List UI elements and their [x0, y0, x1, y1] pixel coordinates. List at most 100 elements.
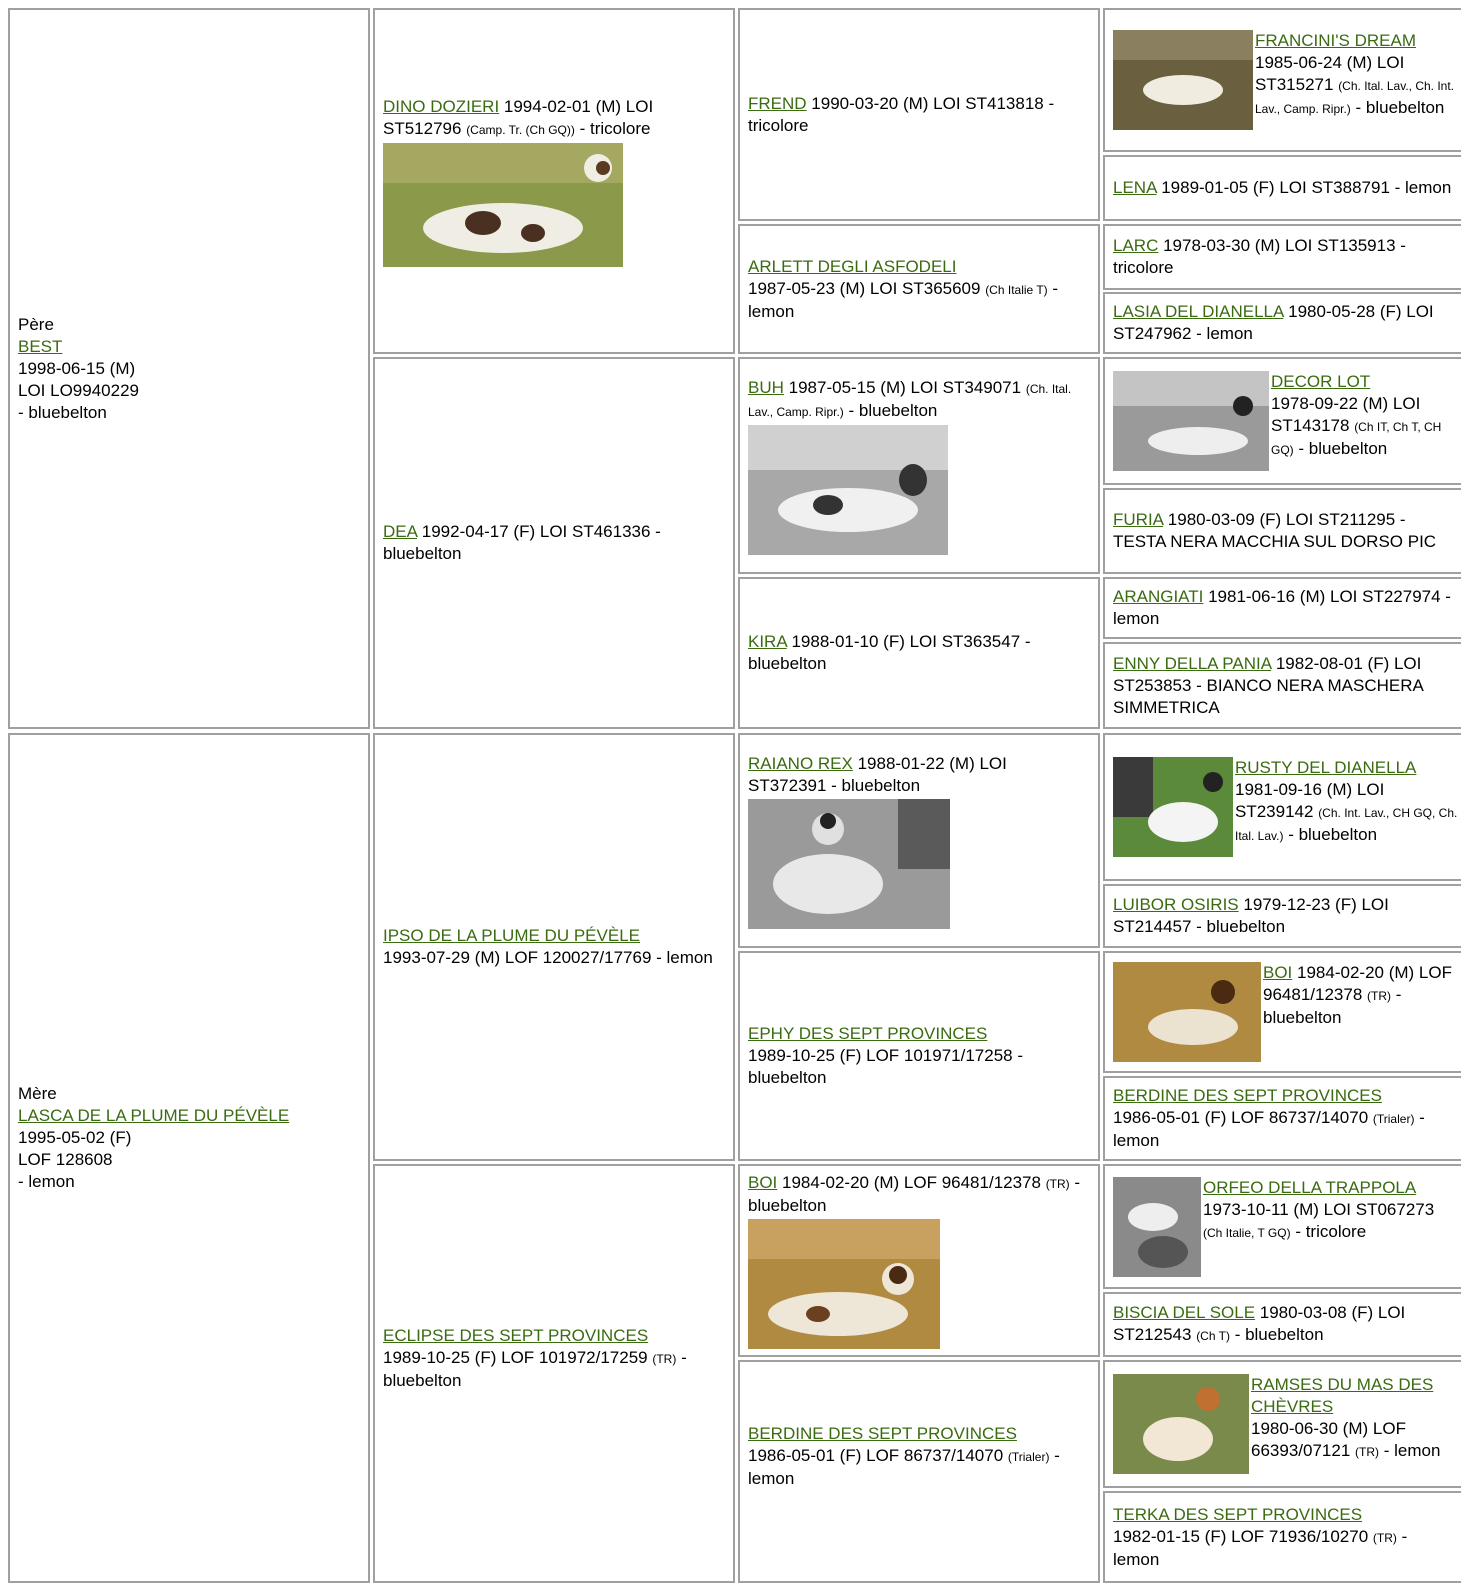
ancestor-link[interactable]: ECLIPSE DES SEPT PROVINCES	[383, 1326, 649, 1345]
dog-photo	[748, 798, 950, 929]
ancestor-info: 1986-05-01 (F) LOF 86737/14070	[1113, 1108, 1373, 1127]
ancestor-link[interactable]: ARLETT DEGLI ASFODELI	[748, 256, 957, 276]
ancestor-link[interactable]: DECOR LOT	[1271, 372, 1371, 391]
ancestor-link[interactable]: BUH	[748, 377, 784, 397]
gen4-cell-12: BERDINE DES SEPT PROVINCES 1986-05-01 (F)…	[1103, 1076, 1461, 1161]
ancestor-color: - bluebelton	[1350, 98, 1445, 117]
ancestor-color: - lemon	[1113, 1108, 1425, 1150]
ancestor-titles: (Ch IT, Ch T, CH GQ)	[1271, 420, 1442, 457]
ancestor-info: 1982-01-15 (F) LOF 71936/10270	[1113, 1526, 1373, 1546]
ancestor-link[interactable]: BISCIA DEL SOLE	[1113, 1303, 1256, 1322]
ancestor-color: - bluebelton	[1283, 825, 1378, 844]
ancestor-link[interactable]: ENNY DELLA PANIA	[1113, 653, 1272, 673]
gen2-cell-4: ECLIPSE DES SEPT PROVINCES 1989-10-25 (F)…	[373, 1164, 735, 1583]
ancestor-link[interactable]: FRANCINI'S DREAM	[1255, 31, 1416, 50]
gen2-cell-2: DEA 1992-04-17 (F) LOI ST461336 - bluebe…	[373, 357, 735, 729]
ancestor-titles: (Trialer)	[1007, 1450, 1050, 1464]
ancestor-link[interactable]: RAIANO REX	[748, 753, 853, 773]
dam-reg: LOF 128608	[18, 1150, 113, 1169]
ancestor-info: 1982-08-01 (F) LOI ST253853 - BIANCO NER…	[1113, 653, 1423, 717]
dam-role: Mère	[18, 1084, 57, 1103]
ancestor-info: 1980-05-28 (F) LOI ST247962 - lemon	[1113, 302, 1434, 343]
ancestor-link[interactable]: RUSTY DEL DIANELLA	[1235, 758, 1417, 777]
ancestor-link[interactable]: FREND	[748, 93, 807, 113]
sire-link[interactable]: BEST	[18, 336, 63, 356]
ancestor-info: 1990-03-20 (M) LOI ST413818 - tricolore	[748, 93, 1055, 135]
ancestor-link[interactable]: BERDINE DES SEPT PROVINCES	[1113, 1086, 1382, 1105]
gen4-cell-11: BOI 1984-02-20 (M) LOF 96481/12378 (TR) …	[1103, 951, 1461, 1073]
ancestor-link[interactable]: IPSO DE LA PLUME DU PÉVÈLE	[383, 926, 640, 945]
ancestor-color: - tricolore	[1290, 1221, 1367, 1241]
ancestor-info: 1978-09-22 (M) LOI ST143178	[1271, 394, 1421, 435]
sire-reg: LOI LO9940229	[18, 380, 139, 400]
ancestor-link[interactable]: LARC	[1113, 236, 1159, 255]
ancestor-titles: (TR)	[1367, 989, 1391, 1003]
dam-link[interactable]: LASCA DE LA PLUME DU PÉVÈLE	[18, 1106, 290, 1125]
gen4-cell-7: ARANGIATI 1981-06-16 (M) LOI ST227974 - …	[1103, 577, 1461, 639]
ancestor-link[interactable]: BERDINE DES SEPT PROVINCES	[748, 1424, 1017, 1443]
ancestor-color: - bluebelton	[1229, 1325, 1324, 1344]
ancestor-titles: (Camp. Tr. (Ch GQ))	[466, 122, 575, 137]
ancestor-link[interactable]: KIRA	[748, 632, 787, 651]
sire-role: Père	[18, 314, 54, 334]
dam-cell: Mère LASCA DE LA PLUME DU PÉVÈLE 1995-05…	[8, 733, 370, 1583]
gen3-cell-7: BOI 1984-02-20 (M) LOF 96481/12378 (TR) …	[738, 1164, 1100, 1357]
gen4-cell-6: FURIA 1980-03-09 (F) LOI ST211295 - TEST…	[1103, 488, 1461, 574]
ancestor-info: 1986-05-01 (F) LOF 86737/14070	[748, 1446, 1008, 1465]
ancestor-titles: (Ch T)	[1196, 1329, 1230, 1343]
ancestor-link[interactable]: LENA	[1113, 178, 1157, 197]
gen3-cell-3: BUH 1987-05-15 (M) LOI ST349071 (Ch. Ita…	[738, 357, 1100, 574]
ancestor-info: 1989-10-25 (F) LOF 101971/17258 - bluebe…	[748, 1046, 1024, 1087]
ancestor-link[interactable]: ORFEO DELLA TRAPPOLA	[1203, 1177, 1417, 1197]
ancestor-titles: (Ch Italie T)	[985, 282, 1048, 297]
ancestor-link[interactable]: BOI	[748, 1173, 778, 1192]
ancestor-info: 1980-06-30 (M) LOF 66393/07121	[1251, 1419, 1406, 1460]
gen2-cell-1: DINO DOZIERI 1994-02-01 (M) LOI ST512796…	[373, 8, 735, 354]
ancestor-link[interactable]: LUIBOR OSIRIS	[1113, 895, 1239, 914]
ancestor-titles: (TR)	[652, 1352, 677, 1366]
ancestor-link[interactable]: FURIA	[1113, 510, 1164, 529]
ancestor-link[interactable]: ARANGIATI	[1113, 587, 1204, 606]
gen4-cell-14: BISCIA DEL SOLE 1980-03-08 (F) LOI ST212…	[1103, 1292, 1461, 1357]
ancestor-link[interactable]: EPHY DES SEPT PROVINCES	[748, 1024, 988, 1043]
ancestor-link[interactable]: DINO DOZIERI	[383, 96, 500, 116]
ancestor-titles: (Ch. Int. Lav., CH GQ, Ch. Ital. Lav.)	[1235, 806, 1458, 843]
ancestor-info: 1988-01-22 (M) LOI ST372391 - bluebelton	[748, 753, 1007, 795]
dam-date: 1995-05-02 (F)	[18, 1128, 132, 1147]
dog-photo	[748, 424, 948, 555]
ancestor-color: - lemon	[748, 1446, 1060, 1488]
ancestor-info: 1989-10-25 (F) LOF 101972/17259	[383, 1348, 653, 1367]
ancestor-info: 1989-01-05 (F) LOI ST388791 - lemon	[1156, 178, 1452, 197]
gen4-cell-10: LUIBOR OSIRIS 1979-12-23 (F) LOI ST21445…	[1103, 884, 1461, 948]
ancestor-color: - lemon	[1113, 1526, 1408, 1569]
gen4-cell-4: LASIA DEL DIANELLA 1980-05-28 (F) LOI ST…	[1103, 292, 1461, 354]
sire-color: - bluebelton	[18, 402, 107, 422]
dog-photo	[383, 142, 623, 267]
dog-photo	[1113, 1374, 1249, 1474]
dog-photo	[1113, 757, 1233, 857]
ancestor-color: - bluebelton	[1293, 439, 1388, 458]
ancestor-info: 1992-04-17 (F) LOI ST461336 - bluebelton	[383, 522, 661, 563]
gen3-cell-1: FREND 1990-03-20 (M) LOI ST413818 - tric…	[738, 8, 1100, 221]
ancestor-info: 1985-06-24 (M) LOI ST315271	[1255, 53, 1405, 94]
ancestor-color: - bluebelton	[1263, 985, 1402, 1027]
ancestor-color: - lemon	[748, 278, 1059, 321]
gen3-cell-6: EPHY DES SEPT PROVINCES 1989-10-25 (F) LO…	[738, 951, 1100, 1161]
ancestor-link[interactable]: RAMSES DU MAS DES CHÈVRES	[1251, 1375, 1434, 1416]
ancestor-titles: (TR)	[1372, 1530, 1397, 1545]
ancestor-color: - lemon	[1379, 1441, 1441, 1460]
ancestor-titles: (Ch. Ital. Lav., Camp. Ripr.)	[748, 381, 1072, 419]
dam-color: - lemon	[18, 1172, 75, 1191]
dog-photo	[748, 1219, 940, 1349]
ancestor-link[interactable]: LASIA DEL DIANELLA	[1113, 302, 1284, 321]
ancestor-info: 1988-01-10 (F) LOI ST363547 - bluebelton	[748, 632, 1031, 673]
ancestor-info: 1979-12-23 (F) LOI ST214457 - bluebelton	[1113, 895, 1389, 936]
ancestor-info: 1984-02-20 (M) LOF 96481/12378	[777, 1173, 1046, 1192]
ancestor-link[interactable]: TERKA DES SEPT PROVINCES	[1113, 1504, 1363, 1524]
ancestor-link[interactable]: DEA	[383, 522, 418, 541]
ancestor-link[interactable]: BOI	[1263, 963, 1293, 982]
ancestor-info: 1987-05-15 (M) LOI ST349071	[783, 377, 1026, 397]
ancestor-color: - bluebelton	[843, 400, 938, 420]
ancestor-info: 1994-02-01 (M) LOI ST512796	[383, 96, 654, 138]
